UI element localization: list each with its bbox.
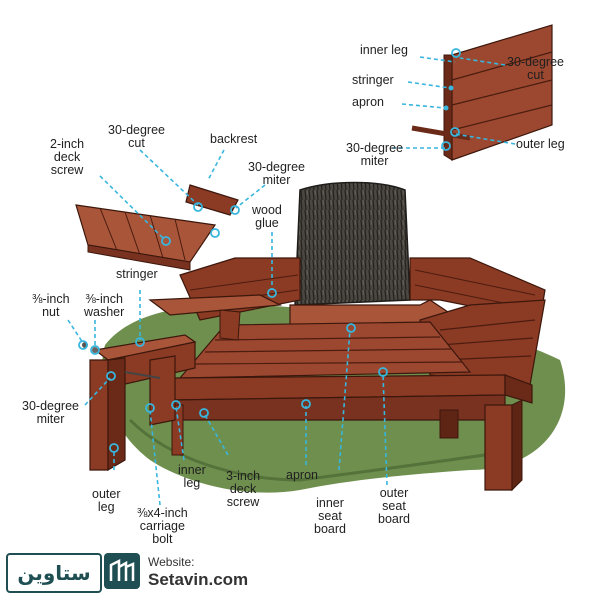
website-url: Setavin.com (148, 570, 248, 590)
label-backrest: backrest (210, 133, 257, 146)
label-apron: apron (286, 469, 318, 482)
label-apron-top: apron (352, 96, 384, 109)
label-stringer-top: stringer (352, 74, 394, 87)
label-stringer: stringer (116, 268, 158, 281)
brand-logo-icon (104, 553, 140, 589)
tree-trunk (295, 183, 410, 306)
website-label: Website: (148, 555, 194, 569)
brand-name-box: ستاوین (6, 553, 102, 593)
label-inner-leg-top: inner leg (360, 44, 408, 57)
exploded-backrest-boards (76, 185, 238, 270)
label-outer-leg-top: outer leg (516, 138, 565, 151)
brand-name: ستاوین (17, 561, 90, 585)
